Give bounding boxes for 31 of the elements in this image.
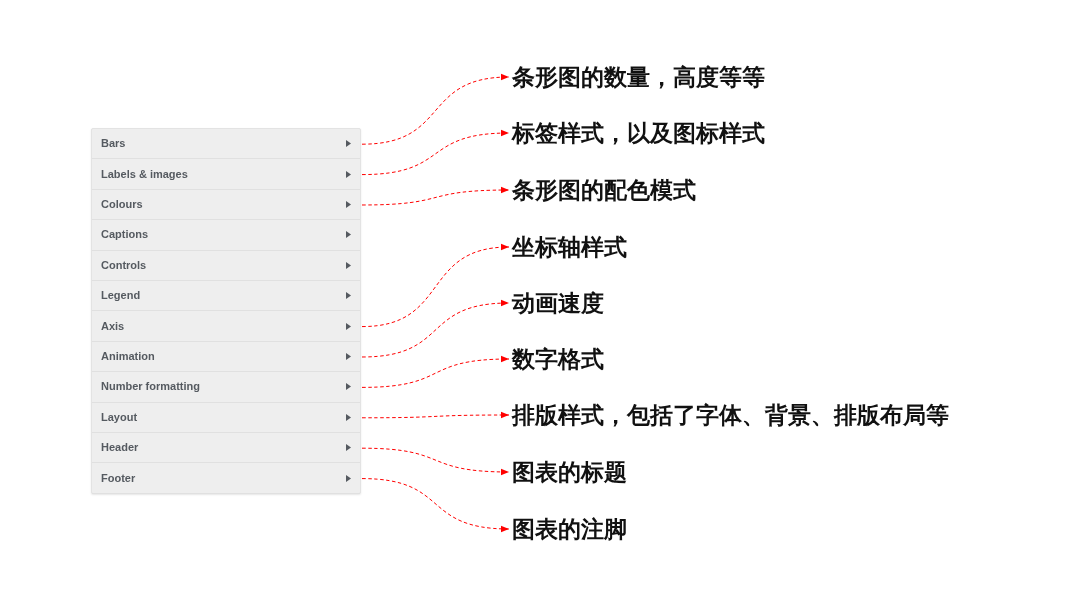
annotation-text: 条形图的数量，高度等等 [512, 63, 765, 91]
menu-label: Number formatting [101, 380, 201, 394]
dashed-arrow [361, 74, 510, 145]
annotation-text: 动画速度 [512, 289, 604, 317]
menu-label: Colours [101, 198, 144, 211]
menu-label: Layout [101, 410, 139, 424]
dashed-arrow [361, 244, 510, 328]
annotation-text: 图表的标题 [512, 458, 627, 486]
dashed-arrow [361, 300, 510, 358]
menu-label: Axis [101, 319, 126, 333]
menu-label: Labels & images [101, 167, 189, 181]
dashed-arrow [361, 186, 510, 206]
annotation-text: 排版样式，包括了字体、背景、排版布局等 [512, 401, 949, 429]
annotation-text: 标签样式，以及图标样式 [512, 119, 765, 147]
menu-label: Footer [101, 471, 137, 485]
dashed-arrow [361, 130, 510, 176]
menu-label: Controls [101, 258, 148, 272]
dashed-arrow [361, 478, 510, 532]
dashed-arrow [361, 356, 510, 388]
menu-label: Animation [101, 350, 156, 363]
menu-label: Bars [101, 137, 127, 151]
annotation-text: 图表的注脚 [512, 515, 627, 543]
annotation-text: 数字格式 [512, 345, 604, 373]
dashed-arrow [361, 411, 510, 419]
annotation-text: 条形图的配色模式 [512, 176, 696, 204]
menu-label: Header [101, 441, 140, 455]
menu-label: Legend [101, 289, 142, 303]
annotation-text: 坐标轴样式 [512, 233, 627, 261]
dashed-arrow [361, 447, 510, 475]
menu-panel [91, 128, 361, 494]
menu-label: Captions [101, 228, 150, 242]
